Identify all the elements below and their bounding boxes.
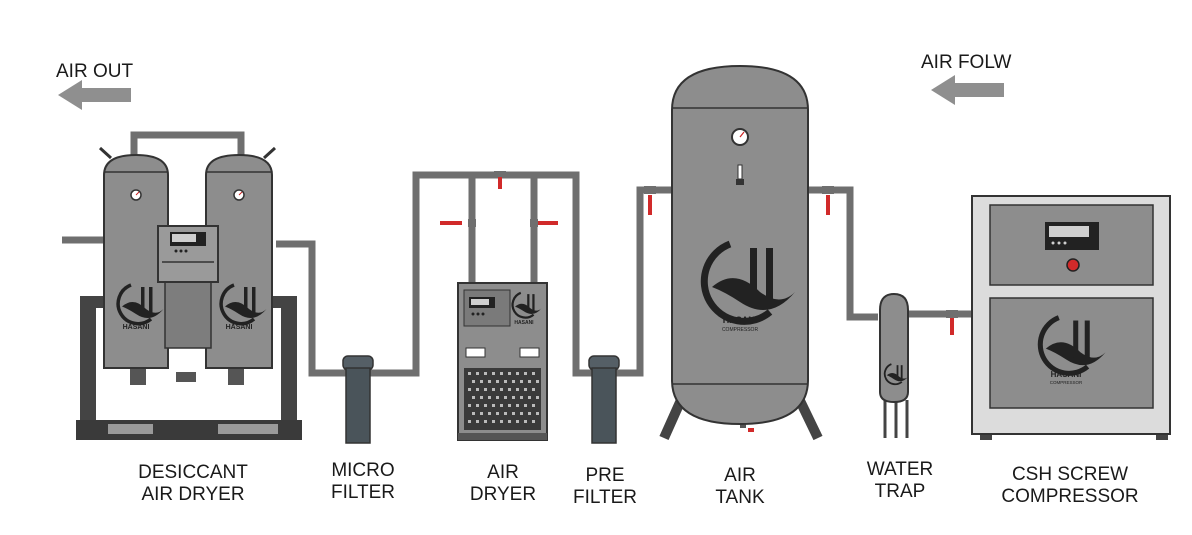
valve-icon	[440, 221, 462, 225]
hasani-brand-subtext: COMPRESSOR	[722, 327, 759, 333]
water-trap-label-line2: TRAP	[874, 481, 926, 502]
hasani-brand-text: HASANI	[514, 320, 534, 326]
water-trap-label-line1: WATER	[866, 459, 934, 480]
hasani-brand-text: HASANI	[1051, 370, 1082, 379]
air-dryer-label: AIR DRYER	[458, 462, 548, 506]
hasani-logo-icon	[116, 283, 164, 326]
desiccant-air-dryer: HASANI HASANI	[76, 146, 302, 440]
air-tank-label: AIR TANK	[695, 465, 785, 509]
hasani-logo-icon	[1037, 315, 1106, 376]
screw-compressor-label: CSH SCREW COMPRESSOR	[995, 464, 1145, 508]
hasani-brand-text: HASANI	[123, 324, 150, 331]
air-tank: HASANI COMPRESSOR	[659, 64, 823, 441]
hasani-brand-text: HASANI	[723, 315, 758, 325]
air-dryer-label-line2: DRYER	[469, 484, 537, 505]
pre-filter-label-line2: FILTER	[572, 487, 638, 508]
air-flow-label: AIR FOLW	[921, 52, 1012, 73]
water-trap	[879, 292, 909, 438]
desiccant-dryer-label: DESICCANT AIR DRYER	[118, 462, 268, 506]
valve-icon	[536, 221, 558, 225]
desiccant-dryer-label-line2: AIR DRYER	[141, 484, 245, 505]
screw-compressor-label-line2: COMPRESSOR	[1001, 486, 1139, 507]
micro-filter-label: MICRO FILTER	[318, 460, 408, 504]
air-out-label: AIR OUT	[56, 61, 134, 82]
micro-filter-label-line1: MICRO	[331, 460, 395, 481]
air-tank-label-line1: AIR	[724, 465, 756, 486]
pre-filter	[588, 355, 620, 444]
water-trap-label: WATER TRAP	[855, 459, 945, 503]
hasani-logo-icon	[883, 363, 909, 386]
refrigerated-air-dryer: HASANI	[457, 282, 548, 441]
micro-filter	[342, 355, 374, 444]
hasani-logo-icon	[219, 283, 267, 326]
pre-filter-label-line1: PRE	[585, 465, 625, 486]
valve-icon	[498, 173, 502, 189]
valve-icon	[826, 195, 830, 215]
desiccant-dryer-label-line1: DESICCANT	[138, 462, 248, 483]
air-out-arrow	[58, 80, 131, 110]
screw-compressor: HASANI COMPRESSOR	[971, 195, 1171, 440]
valve-icon	[648, 195, 652, 215]
micro-filter-label-line2: FILTER	[330, 482, 396, 503]
air-flow-arrow	[931, 75, 1004, 105]
hasani-brand-subtext: COMPRESSOR	[1050, 380, 1083, 385]
hasani-logo-icon	[511, 291, 542, 319]
valve-icon	[748, 428, 754, 432]
valves	[440, 173, 954, 432]
air-tank-label-line2: TANK	[715, 487, 765, 508]
pre-filter-label: PRE FILTER	[560, 465, 650, 509]
screw-compressor-label-line1: CSH SCREW	[1011, 464, 1129, 485]
valve-icon	[950, 313, 954, 335]
emergency-stop-icon	[1066, 258, 1080, 272]
hasani-brand-text: HASANI	[226, 324, 253, 331]
hasani-logo-icon	[700, 240, 795, 325]
air-dryer-label-line1: AIR	[487, 462, 519, 483]
